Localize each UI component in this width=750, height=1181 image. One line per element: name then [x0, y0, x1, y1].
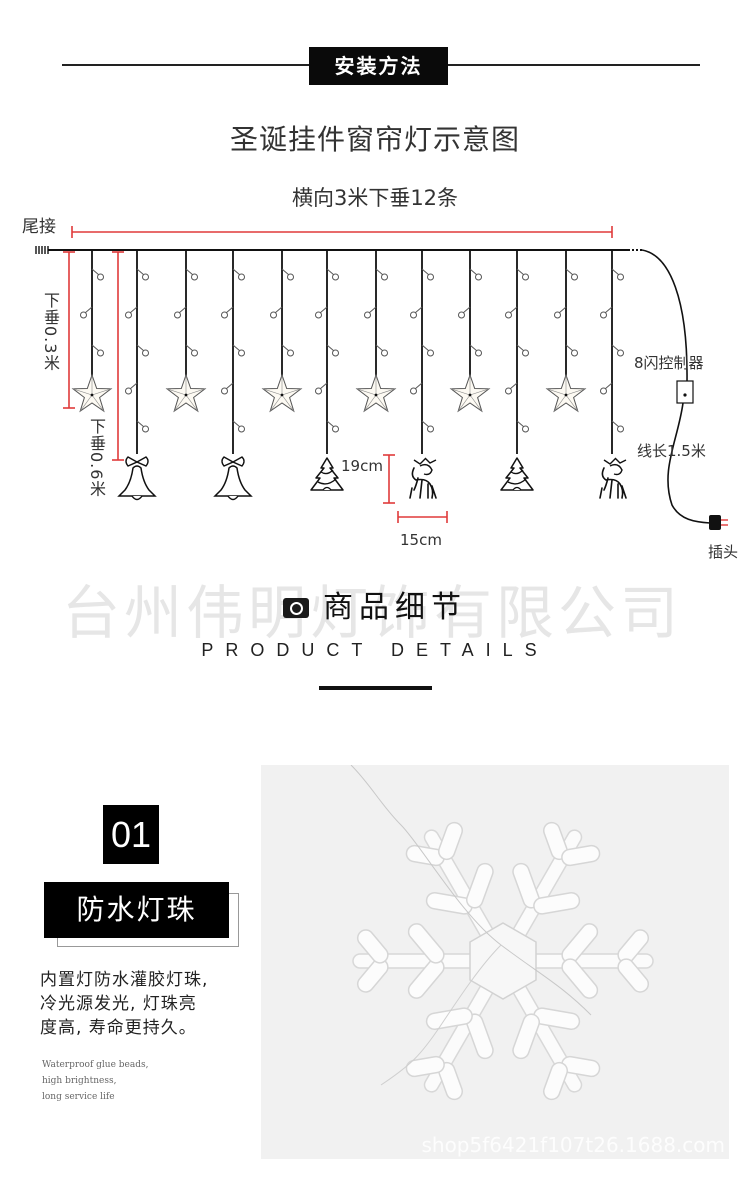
- feature-title: 防水灯珠: [44, 882, 229, 938]
- section-divider: [319, 686, 432, 690]
- tail-connector-label: 尾接: [22, 217, 56, 237]
- cable-length-label: 线长1.5米: [637, 442, 706, 460]
- diagram-title: 圣诞挂件窗帘灯示意图: [229, 123, 520, 156]
- product-details-title: 商品细节: [0, 582, 750, 626]
- curtain-light-diagram: [35, 226, 728, 530]
- product-details-subtitle: PRODUCT DETAILS: [201, 640, 549, 660]
- diagram-subtitle: 横向3米下垂12条: [291, 186, 459, 210]
- pendant-width-dimension: [397, 511, 448, 523]
- feature-description-cn: 内置灯防水灌胶灯珠, 冷光源发光, 灯珠亮 度高, 寿命更持久。: [40, 970, 209, 1038]
- photo-watermark: shop5f6421f107t26.1688.com: [421, 1133, 725, 1157]
- header-rule-right: [448, 64, 700, 66]
- install-method-badge: 安装方法: [309, 47, 448, 85]
- controller-label: 8闪控制器: [634, 354, 704, 372]
- plug-icon: [709, 515, 721, 530]
- feature-number: 01: [103, 805, 159, 864]
- pendant-height-dimension: [383, 454, 395, 504]
- tail-connector-icon: [35, 246, 49, 254]
- product-details-title-text: 商品细节: [323, 590, 467, 625]
- camera-icon: [283, 598, 309, 618]
- feature-description-en: Waterproof glue beads, high brightness, …: [42, 1060, 149, 1102]
- plug-label: 插头: [708, 543, 739, 561]
- controller-box-icon: [676, 380, 694, 404]
- lead-wire: [641, 249, 688, 383]
- snowflake-pendant-icon: [350, 765, 654, 1112]
- header-rule-left: [62, 64, 309, 66]
- drop-short-dimension: [63, 251, 75, 409]
- company-watermark: 台州伟明灯饰有限公司: [62, 579, 683, 647]
- drop-short-label: 下垂0.3米: [41, 292, 60, 372]
- drop-long-dimension: [112, 251, 124, 461]
- width-dimension: [71, 226, 613, 238]
- power-cable: [667, 402, 711, 524]
- pendant-height-label: 19cm: [341, 457, 383, 475]
- light-strands: [71, 250, 627, 501]
- snowflake-product-photo: shop5f6421f107t26.1688.com: [261, 765, 729, 1159]
- pendant-width-label: 15cm: [400, 531, 442, 549]
- drop-long-label: 下垂0.6米: [87, 418, 106, 498]
